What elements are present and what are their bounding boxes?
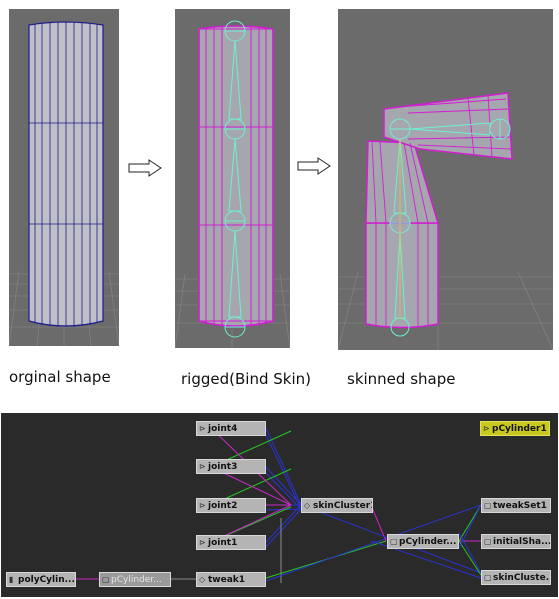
deformer-icon: ◇ bbox=[304, 501, 311, 510]
caption-original-shape: orginal shape bbox=[9, 368, 111, 386]
node-graph-editor[interactable]: ⊳joint4 ⊳joint3 ⊳joint2 ⊳joint1 ◇skinClu… bbox=[1, 413, 558, 597]
node-skincluster1[interactable]: ◇skinCluster1 bbox=[301, 498, 373, 513]
arrow-right-icon bbox=[297, 157, 331, 175]
joint-icon: ⊳ bbox=[199, 462, 206, 471]
node-pcylinder-orig[interactable]: ▢pCylinder... bbox=[99, 572, 171, 587]
original-cylinder-wireframe bbox=[9, 21, 119, 346]
joint-icon: ⊳ bbox=[199, 538, 206, 547]
arrow-right-icon bbox=[128, 159, 162, 177]
set-icon: ▢ bbox=[484, 501, 492, 510]
transform-icon: ⊳ bbox=[483, 424, 490, 433]
set-icon: ▢ bbox=[484, 573, 492, 582]
viewport-rigged-shape bbox=[175, 9, 290, 348]
node-skincluster-set[interactable]: ▢skinCluste... bbox=[481, 570, 551, 585]
shape-icon: ▢ bbox=[102, 575, 110, 584]
node-joint3[interactable]: ⊳joint3 bbox=[196, 459, 266, 474]
node-tweakset1[interactable]: ▢tweakSet1 bbox=[481, 498, 551, 513]
viewport-original-shape bbox=[9, 9, 119, 346]
rigged-cylinder-with-joints bbox=[175, 20, 290, 348]
node-pcylinder-shape[interactable]: ▢pCylinder... bbox=[387, 534, 459, 549]
node-connection-wires bbox=[76, 427, 482, 583]
node-initial-shading-group[interactable]: ▢initialSha... bbox=[481, 534, 551, 549]
caption-skinned-shape: skinned shape bbox=[347, 370, 456, 388]
node-pcylinder1-transform[interactable]: ⊳pCylinder1 bbox=[480, 421, 550, 436]
node-tweak1[interactable]: ◇tweak1 bbox=[196, 572, 266, 587]
node-joint2[interactable]: ⊳joint2 bbox=[196, 498, 266, 513]
viewport-skinned-shape bbox=[338, 9, 553, 350]
node-polycylinder[interactable]: ▮polyCylin... bbox=[6, 572, 76, 587]
set-icon: ▢ bbox=[484, 537, 492, 546]
shape-icon: ▮ bbox=[9, 575, 14, 584]
deformer-icon: ◇ bbox=[199, 575, 206, 584]
node-joint4[interactable]: ⊳joint4 bbox=[196, 421, 266, 436]
shape-icon: ▢ bbox=[390, 537, 398, 546]
node-joint1[interactable]: ⊳joint1 bbox=[196, 535, 266, 550]
skinned-bent-cylinder bbox=[338, 92, 553, 350]
caption-rigged-shape: rigged(Bind Skin) bbox=[181, 370, 311, 388]
joint-icon: ⊳ bbox=[199, 501, 206, 510]
joint-icon: ⊳ bbox=[199, 424, 206, 433]
